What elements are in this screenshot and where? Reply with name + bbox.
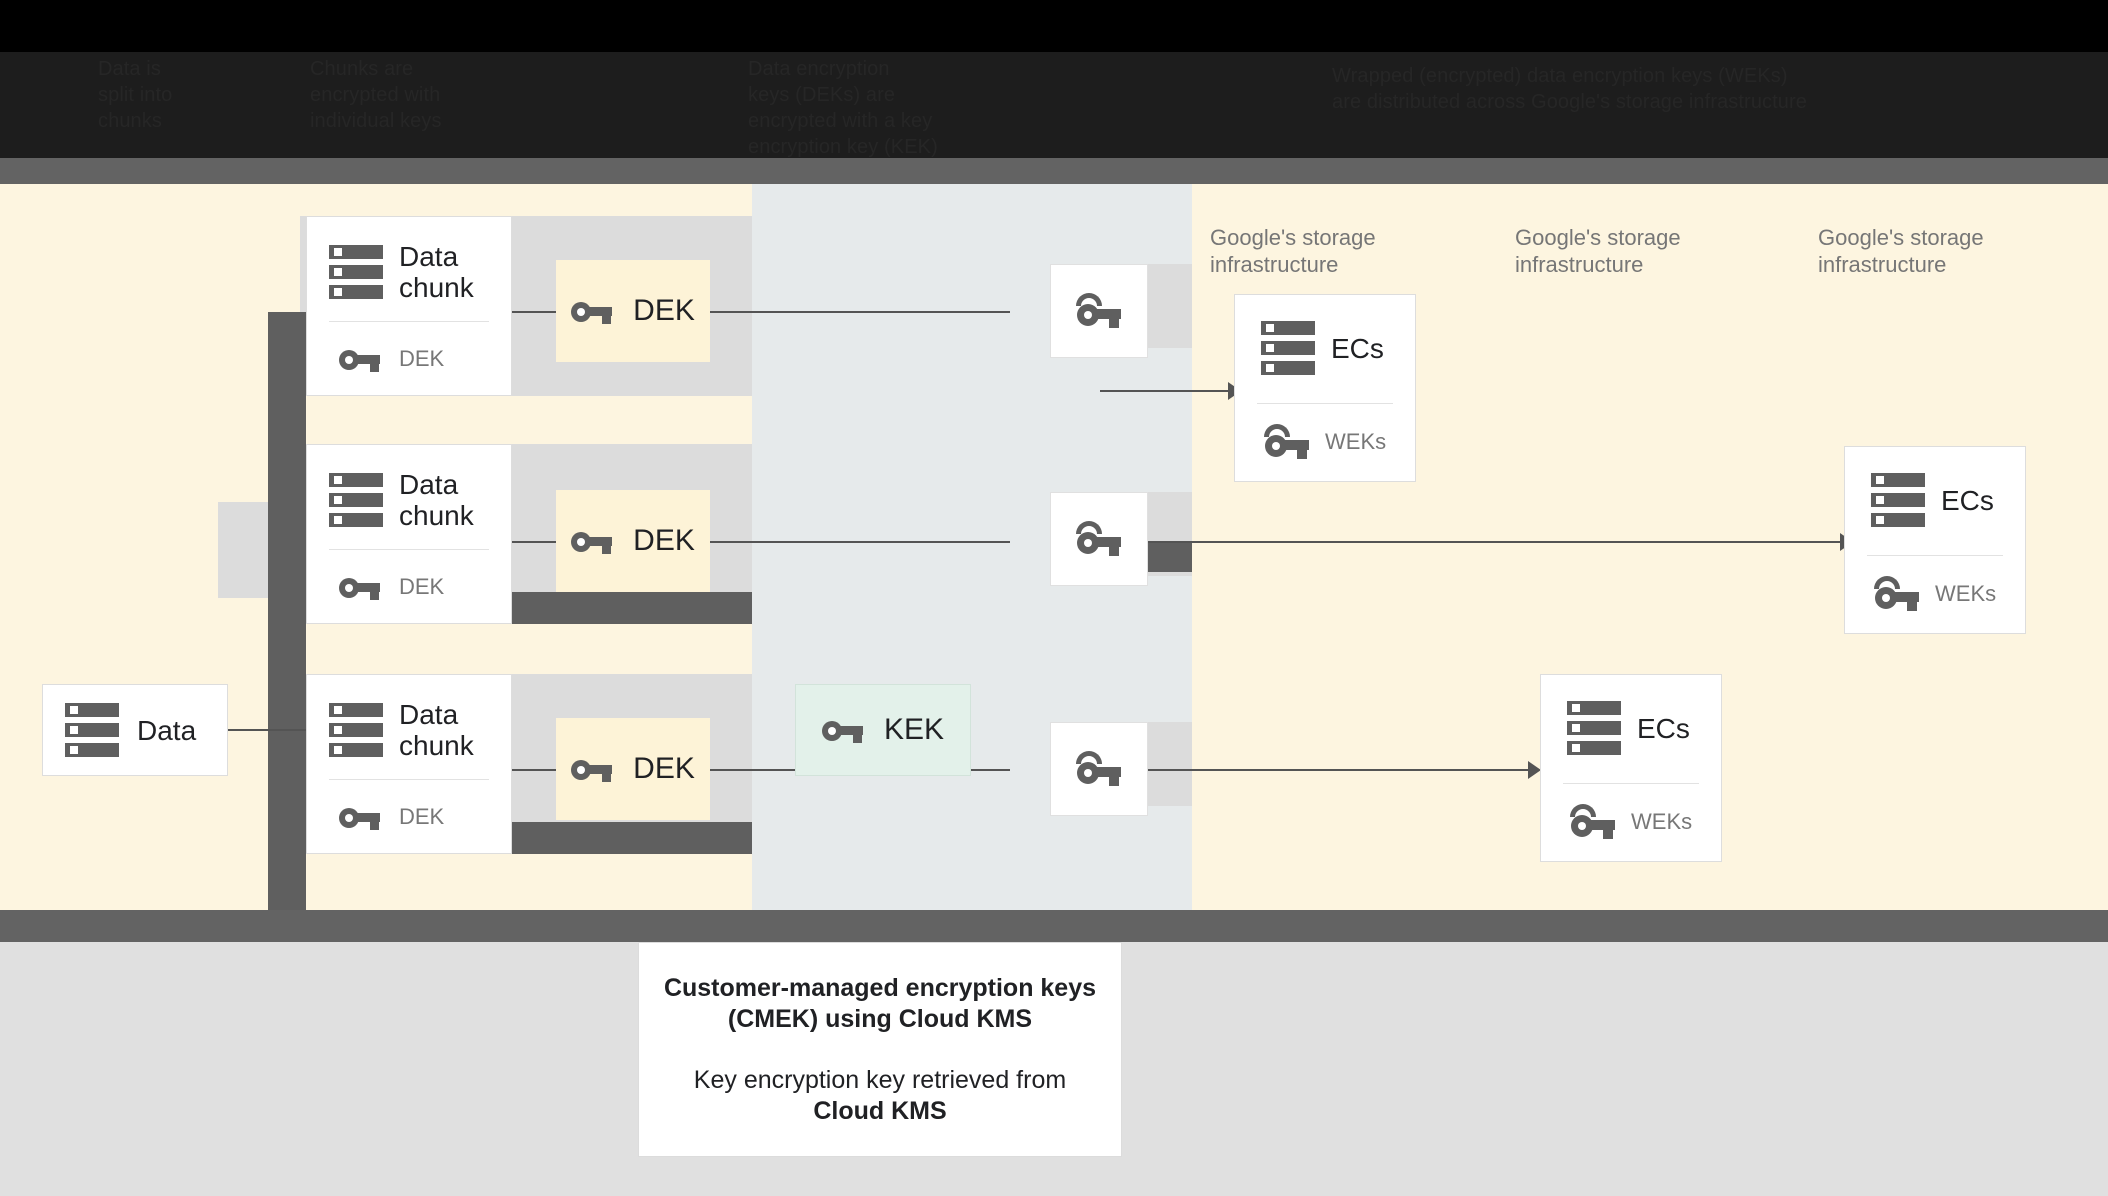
connector-dek1-wk1	[710, 311, 1010, 313]
card-divider	[329, 779, 489, 780]
arrow-line-wk1-ec1	[1100, 390, 1228, 392]
banner-text-kek: Data encryption keys (DEKs) are encrypte…	[748, 58, 938, 158]
footer-rule	[0, 910, 2108, 942]
caption-card: Customer-managed encryption keys (CMEK) …	[638, 942, 1122, 1157]
arrow-line-wk3-ec3	[1148, 769, 1528, 771]
key-icon	[571, 296, 615, 326]
dek-chip-label: DEK	[633, 294, 695, 327]
caption-heading: Customer-managed encryption keys (CMEK) …	[663, 973, 1097, 1033]
server-icon	[1871, 473, 1925, 527]
ec-card-title: ECs	[1637, 712, 1690, 744]
infra-label-1: Google's storage infrastructure	[1210, 225, 1376, 277]
banner-bottom-rule	[0, 158, 2108, 184]
wrapped-key-icon	[1569, 804, 1617, 840]
chunk-card-key-label: DEK	[399, 346, 445, 371]
key-icon	[821, 715, 866, 745]
chunk-card-title: Data chunk	[399, 241, 474, 303]
server-icon	[329, 245, 383, 299]
ec-card-title: ECs	[1331, 332, 1384, 364]
top-banner: Data is split into chunks Chunks are enc…	[0, 0, 2108, 158]
arrow-line-wk2-ec2	[1148, 541, 1840, 543]
wrapped-key-box-3[interactable]	[1050, 722, 1148, 816]
dek-chip-label: DEK	[633, 752, 695, 785]
card-divider	[329, 549, 489, 550]
data-chunk-card-2[interactable]: Data chunk DEK	[306, 444, 512, 624]
caption-body-prefix: Key encryption key retrieved from	[693, 1065, 1067, 1094]
wrapped-key-icon	[1075, 293, 1123, 329]
data-card-label: Data	[137, 714, 197, 746]
card-divider	[329, 321, 489, 322]
kek-chip-label: KEK	[883, 713, 945, 746]
arrow-head-wk3-ec3	[1528, 761, 1541, 779]
diagram-canvas: Data Data chunk DEK Data chunk DEK	[0, 184, 2108, 952]
wrapped-key-box-1[interactable]	[1050, 264, 1148, 358]
card-divider	[1257, 403, 1393, 404]
dek-chip-label: DEK	[633, 524, 695, 557]
ec-card-3[interactable]: ECs WEKs	[1540, 674, 1722, 862]
key-icon	[571, 526, 615, 556]
wrapped-key-icon	[1873, 576, 1921, 612]
server-icon	[329, 703, 383, 757]
ec-card-key-label: WEKs	[1935, 581, 1997, 606]
wrapped-key-icon	[1263, 424, 1311, 460]
ec-card-key-label: WEKs	[1631, 809, 1693, 834]
data-card[interactable]: Data	[42, 684, 228, 776]
chunk-card-key-label: DEK	[399, 804, 445, 829]
card-divider	[1563, 783, 1699, 784]
ec-card-2[interactable]: ECs WEKs	[1844, 446, 2026, 634]
dek-chip-2[interactable]: DEK	[556, 490, 710, 592]
connector-dek2-wk2	[710, 541, 1010, 543]
data-chunk-card-1[interactable]: Data chunk DEK	[306, 216, 512, 396]
dek-chip-1[interactable]: DEK	[556, 260, 710, 362]
chunk-card-title: Data chunk	[399, 699, 474, 761]
key-icon	[339, 802, 383, 832]
chunk-card-key-label: DEK	[399, 574, 445, 599]
server-icon	[65, 703, 119, 757]
bracket-vertical	[268, 312, 306, 952]
infra-label-3: Google's storage infrastructure	[1818, 225, 1984, 277]
connector-data-chunk	[228, 729, 306, 731]
key-icon	[339, 344, 383, 374]
ec-card-title: ECs	[1941, 484, 1994, 516]
caption-body-strong: Cloud KMS	[813, 1096, 947, 1125]
server-icon	[329, 473, 383, 527]
connector-chunk3-dek3	[512, 769, 556, 771]
wrapped-key-box-2[interactable]	[1050, 492, 1148, 586]
kek-chip[interactable]: KEK	[795, 684, 971, 776]
key-icon	[339, 572, 383, 602]
server-icon	[1261, 321, 1315, 375]
connector-chunk1-dek1	[512, 311, 556, 313]
banner-text-weks: Wrapped (encrypted) data encryption keys…	[1332, 65, 1807, 113]
banner-text-split: Data is split into chunks	[98, 58, 173, 132]
card-divider	[1867, 555, 2003, 556]
banner-text-encrypt: Chunks are encrypted with individual key…	[310, 58, 442, 132]
connector-chunk2-dek2	[512, 541, 556, 543]
wrapped-key-icon	[1075, 751, 1123, 787]
wrapped-key-icon	[1075, 521, 1123, 557]
ec-card-1[interactable]: ECs WEKs	[1234, 294, 1416, 482]
server-icon	[1567, 701, 1621, 755]
top-banner-inner	[0, 52, 2108, 158]
data-chunk-card-3[interactable]: Data chunk DEK	[306, 674, 512, 854]
dek-chip-3[interactable]: DEK	[556, 718, 710, 820]
key-icon	[571, 754, 615, 784]
chunk-card-title: Data chunk	[399, 469, 474, 531]
ec-card-key-label: WEKs	[1325, 429, 1387, 454]
infra-label-2: Google's storage infrastructure	[1515, 225, 1681, 277]
